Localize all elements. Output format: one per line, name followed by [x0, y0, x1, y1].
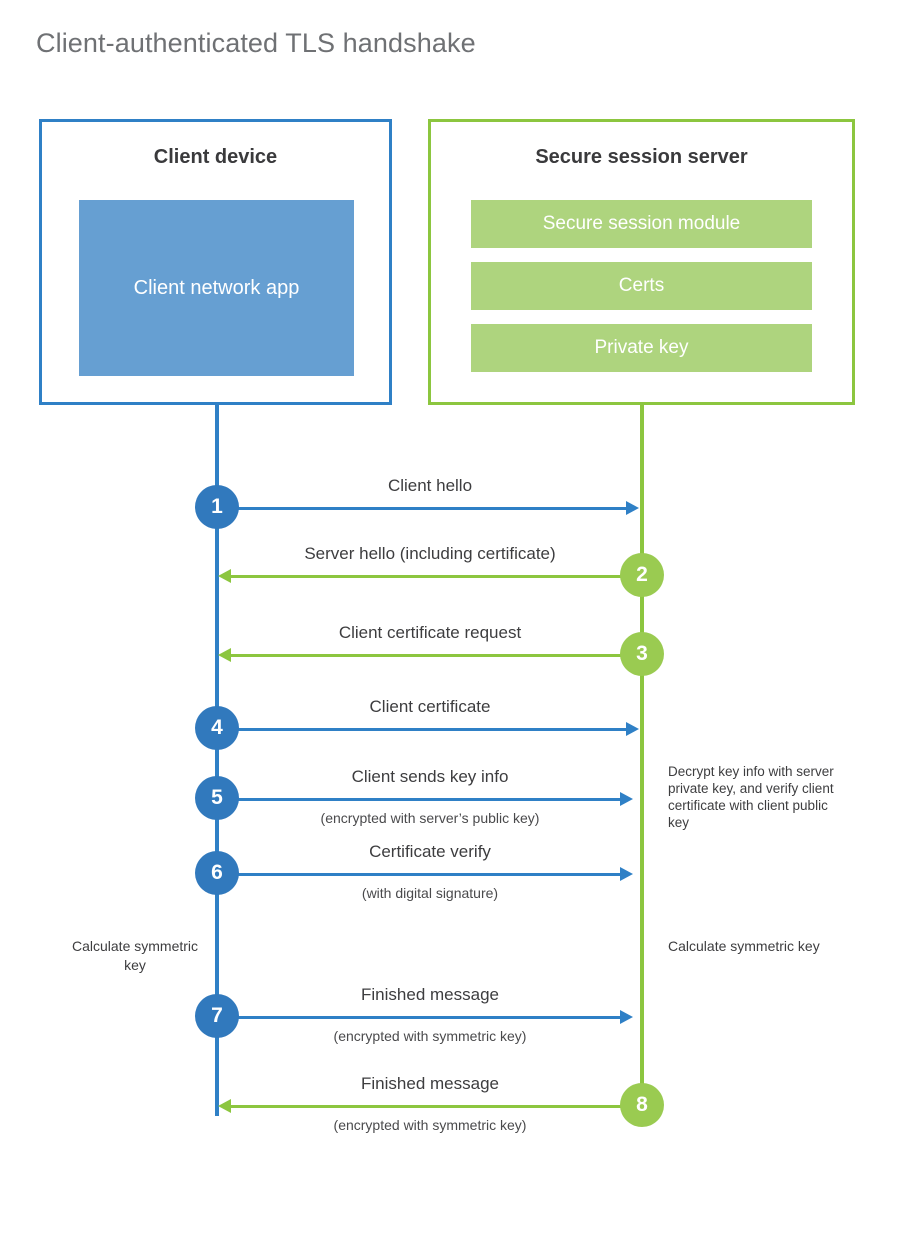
- message-5-sublabel: (encrypted with server’s public key): [320, 810, 540, 826]
- client-device-title: Client device: [153, 146, 278, 168]
- message-8-arrow-head: [218, 1099, 231, 1113]
- step-badge-7[interactable]: 7: [195, 994, 239, 1038]
- message-4-arrow-head: [626, 722, 639, 736]
- client-network-app-block: Client network app: [79, 200, 354, 376]
- server-item-secure-session-module: Secure session module: [471, 200, 812, 248]
- message-1-arrow-head: [626, 501, 639, 515]
- server-component-stack: Secure session module Certs Private key: [471, 200, 812, 372]
- message-8-label: Finished message: [361, 1074, 499, 1093]
- message-6-sublabel: (with digital signature): [361, 885, 499, 901]
- secure-session-server-title: Secure session server: [535, 146, 748, 168]
- step-badge-3[interactable]: 3: [620, 632, 664, 676]
- message-4-label: Client certificate: [369, 697, 491, 716]
- message-6-label: Certificate verify: [369, 842, 491, 861]
- step-badge-2[interactable]: 2: [620, 553, 664, 597]
- page-title: Client-authenticated TLS handshake: [36, 28, 476, 58]
- message-3-arrow-head: [218, 648, 231, 662]
- message-7-arrow-line: [217, 1016, 620, 1019]
- step-badge-4[interactable]: 4: [195, 706, 239, 750]
- message-7-arrow-head: [620, 1010, 633, 1024]
- message-7-label: Finished message: [361, 985, 499, 1004]
- step-badge-5[interactable]: 5: [195, 776, 239, 820]
- server-lifeline: [640, 404, 644, 1105]
- message-6-arrow-line: [217, 873, 620, 876]
- server-calculate-annotation: Calculate symmetric key: [668, 938, 820, 954]
- message-1-label: Client hello: [387, 476, 473, 495]
- message-3-arrow-line: [231, 654, 640, 657]
- message-7-sublabel: (encrypted with symmetric key): [333, 1028, 527, 1044]
- client-lifeline: [215, 404, 219, 1116]
- step-badge-1[interactable]: 1: [195, 485, 239, 529]
- client-device-box: Client device Client network app: [39, 119, 392, 405]
- message-6-arrow-head: [620, 867, 633, 881]
- message-1-arrow-line: [217, 507, 626, 510]
- message-5-label: Client sends key info: [351, 767, 509, 786]
- message-5-arrow-line: [217, 798, 620, 801]
- message-2-label: Server hello (including certificate): [304, 544, 556, 563]
- client-calculate-annotation: Calculate symmetric key: [71, 938, 199, 973]
- message-8-arrow-line: [231, 1105, 640, 1108]
- message-3-label: Client certificate request: [338, 623, 522, 642]
- step-badge-6[interactable]: 6: [195, 851, 239, 895]
- message-4-arrow-line: [217, 728, 626, 731]
- message-8-sublabel: (encrypted with symmetric key): [333, 1117, 527, 1133]
- server-decrypt-annotation: Decrypt key info with server private key…: [668, 764, 834, 830]
- step-badge-8[interactable]: 8: [620, 1083, 664, 1127]
- message-2-arrow-head: [218, 569, 231, 583]
- message-2-arrow-line: [231, 575, 640, 578]
- secure-session-server-box: Secure session server Secure session mod…: [428, 119, 855, 405]
- server-item-private-key: Private key: [471, 324, 812, 372]
- server-item-certs: Certs: [471, 262, 812, 310]
- message-5-arrow-head: [620, 792, 633, 806]
